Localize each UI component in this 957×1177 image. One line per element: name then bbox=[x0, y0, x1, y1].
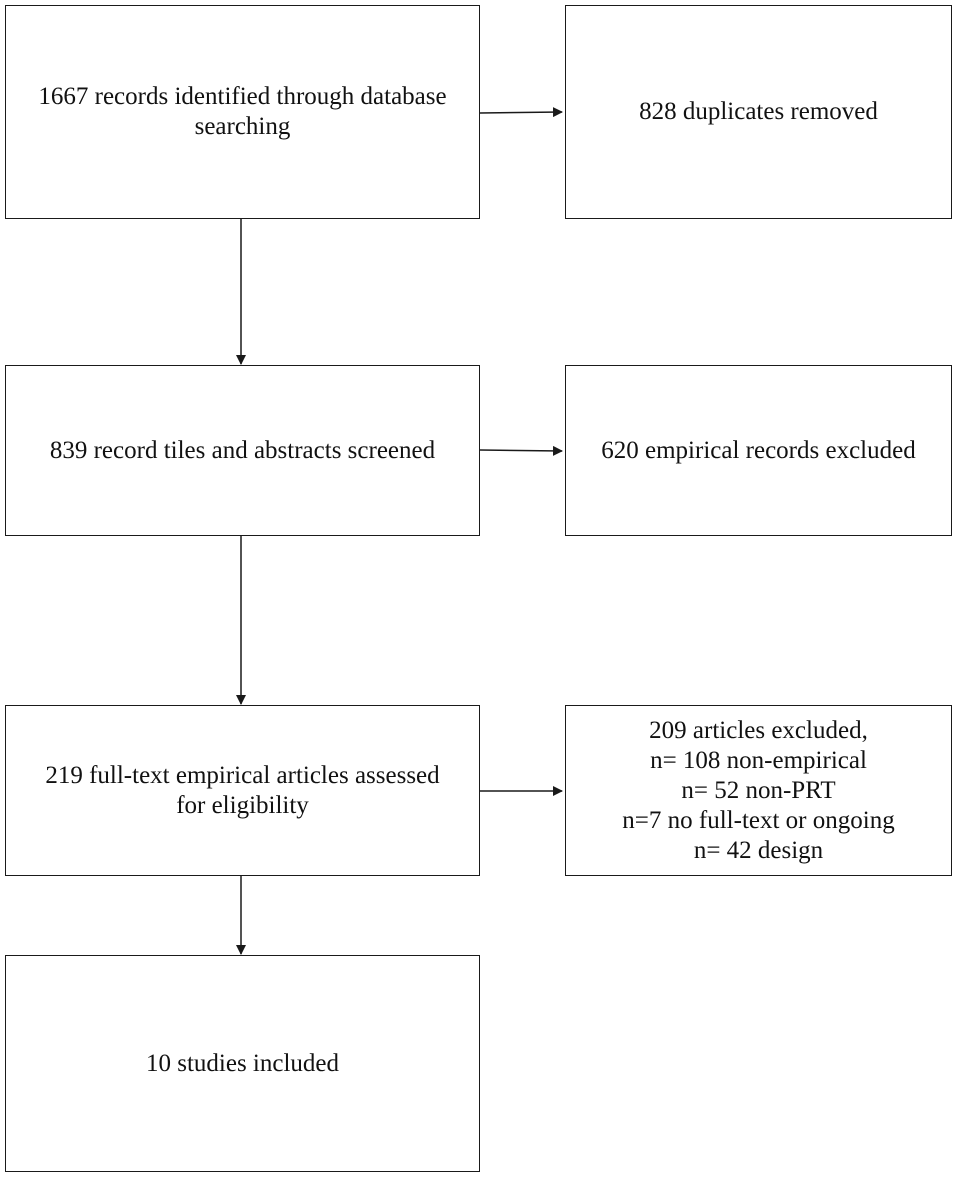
fulltext-assessed-box: 219 full-text empirical articles assesse… bbox=[5, 705, 480, 876]
records-identified-line-2: searching bbox=[194, 113, 291, 140]
records-screened-line-1: 839 record tiles and abstracts screened bbox=[49, 436, 436, 464]
records-excluded-box: 620 empirical records excluded bbox=[565, 365, 952, 536]
articles-excluded-text: 209 articles excluded, n= 108 non-empiri… bbox=[622, 716, 894, 866]
studies-included-text: 10 studies included bbox=[146, 1049, 339, 1079]
duplicates-removed-line-1: 828 duplicates removed bbox=[639, 98, 878, 125]
articles-excluded-line-3: n= 52 non-PRT bbox=[681, 776, 836, 804]
records-identified-line-1: 1667 records identified through database bbox=[38, 83, 447, 110]
records-excluded-line-1: 620 empirical records excluded bbox=[601, 436, 916, 464]
fulltext-assessed-line-1: 219 full-text empirical articles assesse… bbox=[45, 761, 440, 789]
duplicates-removed-text: 828 duplicates removed bbox=[639, 97, 878, 127]
fulltext-assessed-text: 219 full-text empirical articles assesse… bbox=[45, 761, 439, 821]
fulltext-assessed-line-2: for eligibility bbox=[176, 791, 309, 819]
records-screened-text: 839 record tiles and abstracts screened bbox=[50, 436, 435, 466]
articles-excluded-line-5: n= 42 design bbox=[693, 836, 824, 864]
studies-included-box: 10 studies included bbox=[5, 955, 480, 1172]
arrow-identified-to-duplicates bbox=[479, 107, 563, 118]
articles-excluded-line-2: n= 108 non-empirical bbox=[650, 746, 867, 774]
records-identified-text: 1667 records identified through database… bbox=[38, 82, 446, 142]
articles-excluded-box: 209 articles excluded, n= 108 non-empiri… bbox=[565, 705, 952, 876]
records-identified-box: 1667 records identified through database… bbox=[5, 5, 480, 219]
articles-excluded-line-4: n=7 no full-text or ongoing bbox=[622, 806, 895, 834]
arrow-screened-to-excluded bbox=[479, 445, 563, 456]
records-screened-box: 839 record tiles and abstracts screened bbox=[5, 365, 480, 536]
articles-excluded-line-1: 209 articles excluded, bbox=[649, 716, 868, 744]
duplicates-removed-box: 828 duplicates removed bbox=[565, 5, 952, 219]
records-excluded-text: 620 empirical records excluded bbox=[601, 436, 915, 466]
studies-included-line-1: 10 studies included bbox=[145, 1049, 340, 1077]
